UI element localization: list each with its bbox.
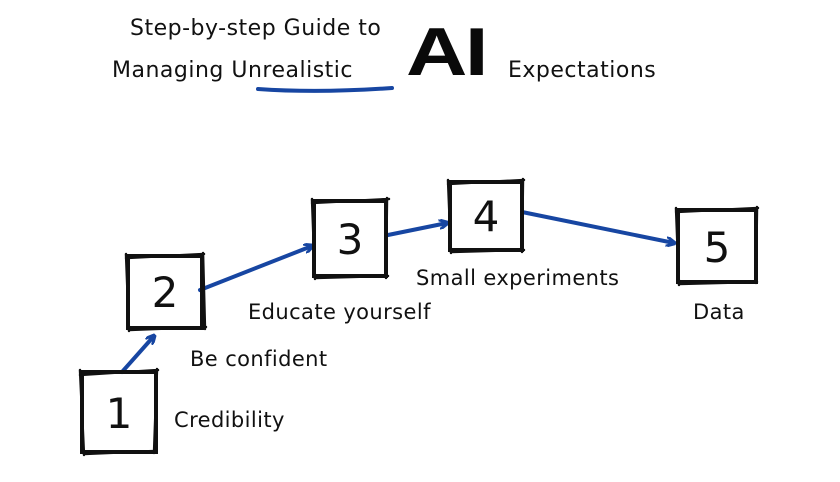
step-box-4: 4 — [446, 177, 526, 255]
arrow-1-to-2 — [120, 336, 154, 374]
step-label-5: Data — [693, 300, 745, 324]
step-number-3: 3 — [337, 215, 364, 264]
step-box-5: 5 — [674, 205, 760, 287]
step-number-5: 5 — [704, 223, 731, 272]
step-label-2: Be confident — [190, 347, 328, 371]
arrow-2-to-3 — [198, 246, 312, 292]
step-number-1: 1 — [106, 389, 133, 438]
title-underline — [256, 86, 394, 93]
title-line-2: Managing Unrealistic — [112, 58, 354, 83]
title-line-1: Step-by-step Guide to — [130, 16, 382, 41]
step-box-3: 3 — [310, 196, 391, 281]
title-line-2-tail: Expectations — [508, 58, 657, 83]
title-emphasis: AI — [406, 14, 489, 90]
step-box-1: 1 — [78, 367, 160, 457]
step-label-3: Educate yourself — [248, 300, 431, 324]
arrow-4-to-5 — [520, 210, 674, 243]
step-number-2: 2 — [152, 268, 179, 317]
step-label-4: Small experiments — [416, 266, 620, 290]
step-number-4: 4 — [473, 192, 500, 241]
arrow-3-to-4 — [386, 223, 447, 237]
step-label-1: Credibility — [174, 408, 285, 432]
step-box-2: 2 — [124, 251, 208, 333]
